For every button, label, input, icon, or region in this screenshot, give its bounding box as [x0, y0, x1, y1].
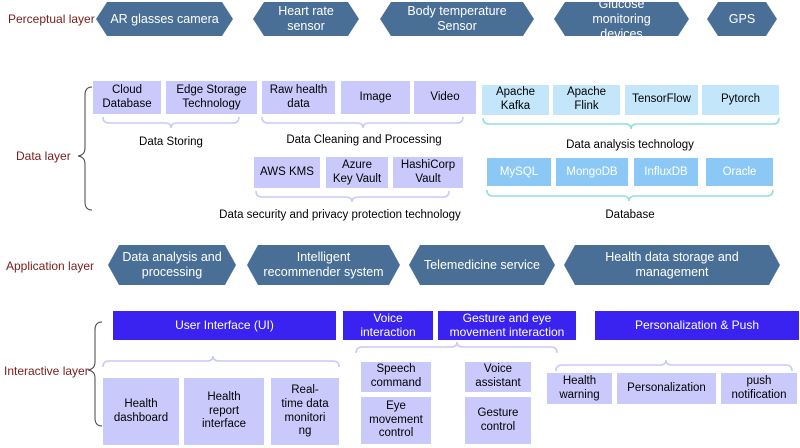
perceptual-item-heart-rate: Heart rate sensor — [253, 2, 359, 36]
layer-label-application: Application layer — [6, 259, 95, 273]
layer-label-interactive: Interactive layer — [4, 364, 89, 378]
voice-item-speech-command: Speech command — [361, 362, 431, 392]
layer-label-data: Data layer — [16, 149, 71, 163]
perceptual-item-body-temperature: Body temperature Sensor — [380, 2, 534, 36]
application-telemedicine: Telemedicine service — [409, 245, 555, 285]
database-influxdb: InfluxDB — [634, 158, 698, 186]
caption-data-storing: Data Storing — [139, 136, 203, 148]
database-mongodb: MongoDB — [556, 158, 628, 186]
analysis-pytorch: Pytorch — [702, 85, 779, 115]
ui-item-health-dashboard: Health dashboard — [103, 378, 179, 445]
interactive-personalization-header: Personalization & Push — [595, 311, 799, 340]
interactive-voice-header: Voice interaction — [343, 311, 433, 340]
personal-item-health-warning: Health warning — [547, 373, 612, 404]
gesture-item-gesture-control: Gesture control — [465, 397, 531, 444]
bracket-data-cleaning — [261, 116, 464, 129]
application-data-analysis: Data analysis and processing — [108, 245, 236, 285]
caption-database: Database — [605, 209, 655, 221]
analysis-tensorflow: TensorFlow — [625, 85, 698, 115]
security-aws-kms: AWS KMS — [254, 157, 320, 188]
analysis-apache-kafka: Apache Kafka — [482, 85, 549, 115]
cleaning-raw-health-data: Raw health data — [262, 81, 335, 114]
perceptual-item-ar-camera: AR glasses camera — [96, 2, 233, 36]
application-health-data-storage: Health data storage and management — [564, 245, 780, 285]
perceptual-item-glucose: Glucose monitoring devices — [554, 2, 689, 36]
application-recommender: Intelligent recommender system — [247, 245, 400, 285]
gesture-item-eye-movement: Eye movement control — [361, 397, 431, 444]
storing-cloud-database: Cloud Database — [93, 81, 161, 114]
personal-item-personalization: Personalization — [617, 373, 716, 404]
cleaning-video: Video — [414, 81, 476, 114]
bracket-personalization — [555, 359, 793, 372]
ui-item-health-report: Health report interface — [184, 378, 264, 445]
bracket-voice-gesture — [355, 341, 558, 354]
analysis-apache-flink: Apache Flink — [553, 85, 620, 115]
bracket-security — [255, 190, 450, 203]
caption-data-analysis: Data analysis technology — [566, 139, 694, 151]
security-azure-key-vault: Azure Key Vault — [326, 157, 388, 188]
interactive-gesture-header: Gesture and eye movement interaction — [438, 311, 576, 340]
personal-item-push-notification: push notification — [721, 373, 797, 404]
bracket-data-storing — [102, 116, 240, 129]
layer-label-perceptual: Perceptual layer — [8, 12, 95, 26]
cleaning-image: Image — [341, 81, 410, 114]
voice-item-voice-assistant: Voice assistant — [465, 362, 531, 392]
caption-data-cleaning: Data Cleaning and Processing — [286, 134, 442, 146]
database-oracle: Oracle — [706, 158, 773, 186]
interactive-ui-header: User Interface (UI) — [113, 311, 336, 340]
caption-security: Data security and privacy protection tec… — [219, 209, 461, 221]
database-mysql: MySQL — [487, 158, 551, 186]
brace-interactive-layer — [87, 321, 103, 427]
brace-data-layer — [77, 86, 93, 211]
security-hashicorp-vault: HashiCorp Vault — [393, 157, 463, 188]
ui-item-realtime-monitoring: Real- time data monitori ng — [271, 378, 339, 445]
bracket-analysis — [482, 117, 780, 130]
bracket-ui — [102, 355, 340, 368]
perceptual-item-gps: GPS — [707, 2, 777, 36]
bracket-database — [486, 189, 774, 202]
storing-edge-storage: Edge Storage Technology — [166, 81, 257, 114]
